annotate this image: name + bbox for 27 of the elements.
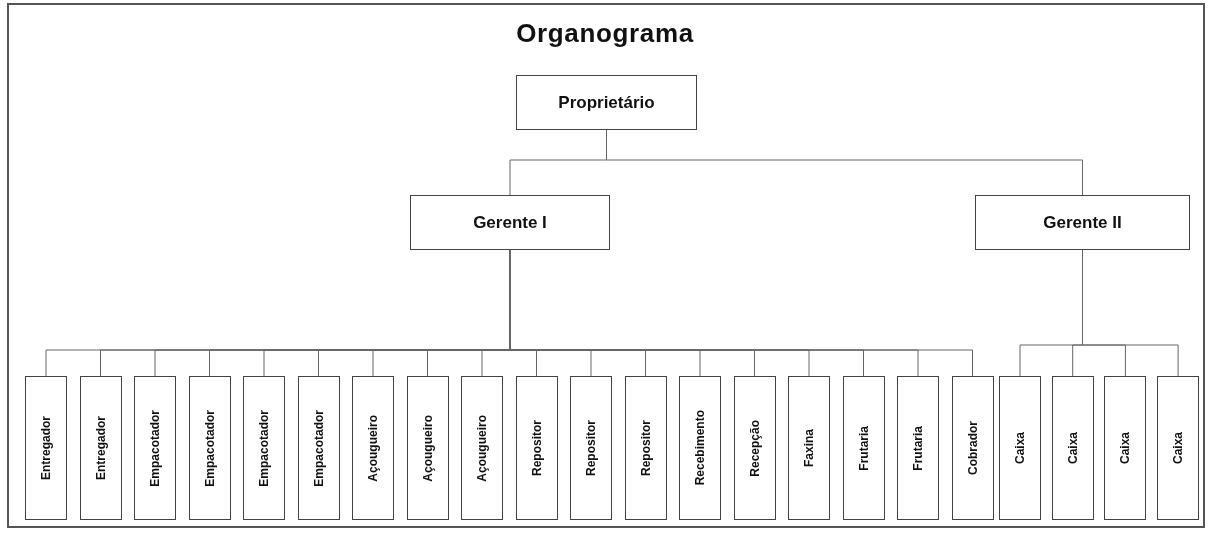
position-box: Açougueiro <box>352 376 394 520</box>
role-box: Proprietário <box>516 75 697 130</box>
role-box: Gerente II <box>975 195 1190 250</box>
position-box: Caixa <box>1104 376 1147 520</box>
position-box: Empacotador <box>297 376 340 520</box>
position-box: Frutaria <box>842 376 885 520</box>
position-box: Caixa <box>1157 376 1200 520</box>
role-box: Gerente I <box>410 195 610 250</box>
position-box: Repositor <box>570 376 612 520</box>
position-box: Açougueiro <box>461 376 503 520</box>
position-box: Caixa <box>999 376 1041 520</box>
position-box: Cobrador <box>951 376 994 520</box>
position-box: Frutaria <box>897 376 939 520</box>
position-box: Entregador <box>25 376 67 520</box>
position-box: Caixa <box>1051 376 1094 520</box>
connector-line <box>1082 249 1179 377</box>
position-box: Repositor <box>515 376 558 520</box>
position-box: Recepção <box>733 376 776 520</box>
position-box: Faxina <box>788 376 830 520</box>
position-box: Recebimento <box>679 376 721 520</box>
position-box: Empacotador <box>243 376 285 520</box>
diagram-title: Organograma <box>516 17 694 50</box>
position-box: Empacotador <box>134 376 176 520</box>
position-box: Açougueiro <box>406 376 449 520</box>
position-box: Repositor <box>624 376 667 520</box>
position-box: Entregador <box>79 376 122 520</box>
position-box: Empacotador <box>188 376 231 520</box>
